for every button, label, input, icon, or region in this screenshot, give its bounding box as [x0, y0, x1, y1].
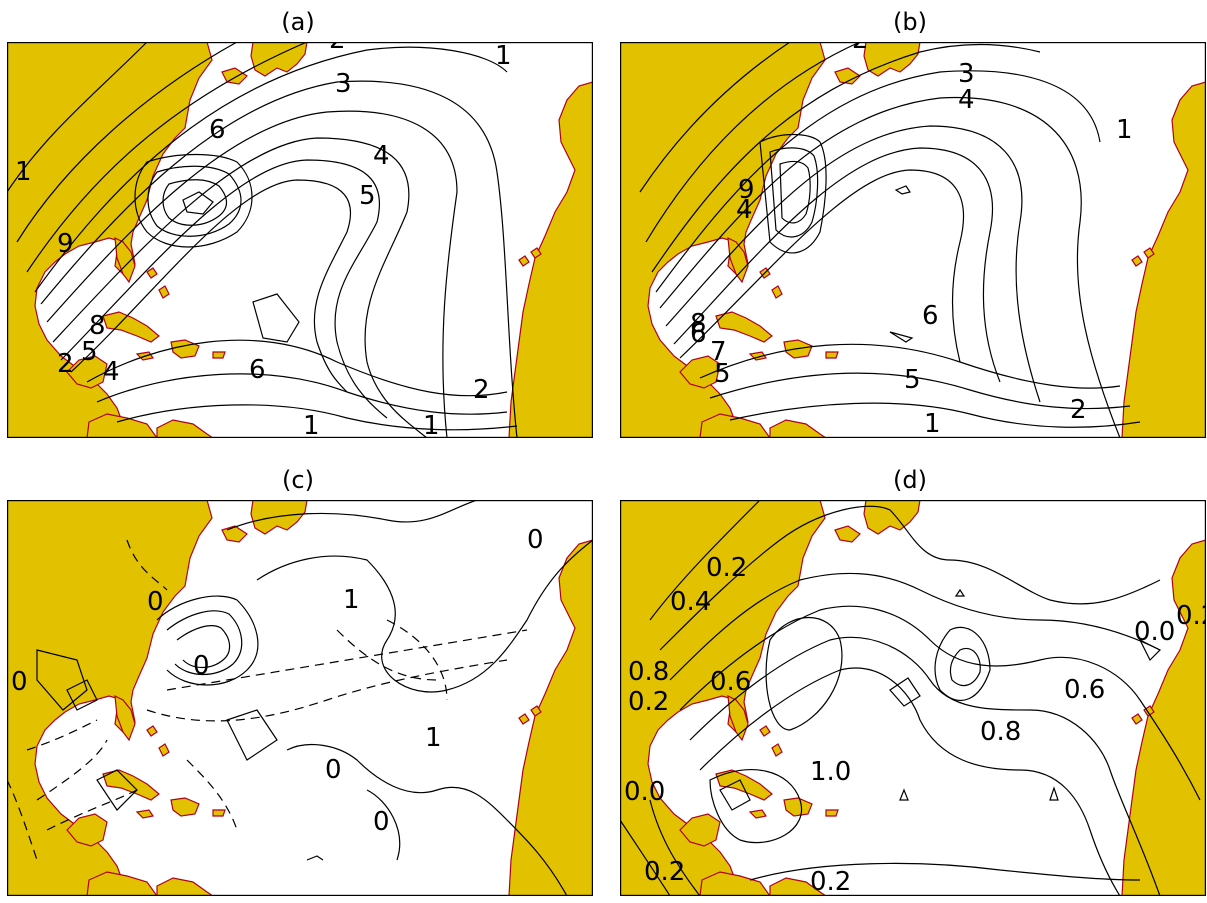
contour-label: 3 [958, 59, 975, 89]
contour-label: 1 [343, 585, 360, 615]
contour-label: 0.2 [1176, 601, 1206, 631]
contour-label: 3 [335, 69, 352, 99]
panel-a-map: 1 2 3 6 4 5 1 9 8 5 2 4 6 2 1 1 [7, 42, 593, 438]
contour-label: 8 [690, 309, 707, 339]
contour-label: 0.8 [628, 657, 669, 687]
contour-label: 0.8 [980, 717, 1021, 747]
panel-c-contours [7, 500, 593, 896]
contour-label: 0.0 [1134, 617, 1175, 647]
contour-label: 0.2 [706, 553, 747, 583]
contour-label: 7 [710, 337, 727, 367]
contour-label: 2 [852, 42, 869, 55]
contour-label: 6 [922, 301, 939, 331]
contour-label: 1 [425, 723, 442, 753]
contour-label: 2 [329, 42, 346, 55]
contour-label: 9 [57, 229, 74, 259]
contour-label: 6 [209, 115, 226, 145]
contour-label: 9 [738, 175, 755, 205]
contour-label: 0.0 [624, 777, 665, 807]
contour-label: 4 [736, 195, 753, 225]
panel-b-map: 2 3 4 1 9 4 6 8 7 5 5 1 2 6 [620, 42, 1206, 438]
contour-label: 0.2 [644, 857, 685, 887]
contour-label: 4 [103, 357, 120, 387]
contour-label: 4 [373, 141, 390, 171]
panel-d-contours [620, 500, 1201, 896]
contour-label: 0.4 [670, 587, 711, 617]
contour-label: 2 [1070, 395, 1087, 425]
panel-a-contours [7, 42, 518, 438]
contour-label: 1.0 [810, 757, 851, 787]
panel-c-map: 0 1 0 0 0 0 1 0 [7, 500, 593, 896]
contour-label: 0 [373, 807, 390, 837]
contour-label: 1 [924, 409, 941, 438]
contour-label: 1 [303, 411, 320, 438]
contour-label: 1 [15, 157, 32, 187]
contour-label: 1 [423, 411, 440, 438]
contour-label: 0.2 [628, 687, 669, 717]
contour-label: 1 [495, 42, 512, 71]
panel-b-title: (b) [893, 8, 927, 36]
contour-label: 6 [249, 355, 266, 385]
panel-c-title: (c) [282, 466, 314, 494]
contour-label: 8 [89, 311, 106, 341]
contour-label: 1 [1116, 115, 1133, 145]
contour-label: 0 [527, 525, 544, 555]
contour-label: 0 [193, 651, 210, 681]
contour-label: 5 [904, 365, 921, 395]
contour-label: 0 [11, 667, 28, 697]
panel-d-map: 0.2 0.4 0.8 0.6 0.2 1.0 0.8 0.6 0.2 0.2 … [620, 500, 1206, 896]
contour-label: 0 [147, 587, 164, 617]
contour-label: 6 [690, 319, 707, 349]
contour-label: 0.2 [810, 867, 851, 896]
contour-label: 5 [714, 359, 731, 389]
contour-label: 4 [958, 85, 975, 115]
contour-label: 5 [81, 337, 98, 367]
panel-b-contours [639, 42, 1141, 438]
contour-label: 0.6 [710, 667, 751, 697]
panel-d-title: (d) [893, 466, 927, 494]
contour-label: 0 [325, 755, 342, 785]
contour-label: 5 [359, 181, 376, 211]
contour-label: 0.6 [1064, 675, 1105, 705]
contour-label: 2 [57, 349, 74, 379]
contour-label: 2 [473, 375, 490, 405]
panel-a-title: (a) [281, 8, 315, 36]
